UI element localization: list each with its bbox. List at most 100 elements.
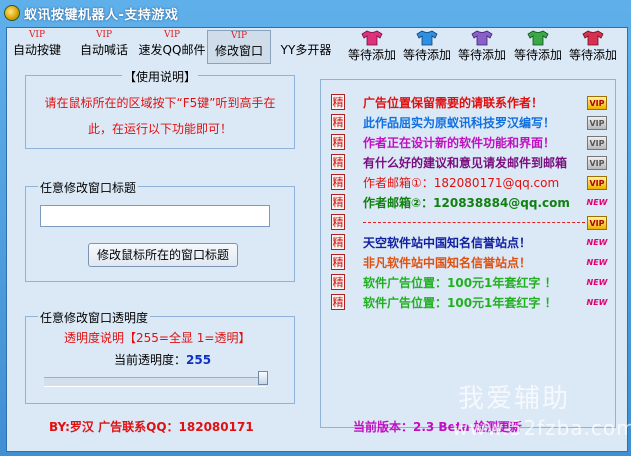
modify-window-label: 修改窗口 xyxy=(214,44,263,58)
new-badge: NEW xyxy=(586,258,608,267)
placeholder-label: 等待添加 xyxy=(402,48,451,62)
jing-badge: 精 xyxy=(331,114,345,130)
placeholder-button-3[interactable]: 等待添加 xyxy=(455,30,509,64)
jing-badge: 精 xyxy=(331,274,345,290)
new-badge: NEW xyxy=(586,278,608,287)
jing-badge: 精 xyxy=(331,214,345,230)
ad-text: 软件广告位置：100元1年套红字 ！ xyxy=(363,296,557,310)
ad-text: 广告位置保留需要的请联系作者！ xyxy=(363,96,544,110)
vip-badge: VIP xyxy=(587,156,607,170)
help-text: 请在鼠标所在的区域按下“F5键”听到高手在此，在运行以下功能即可！ xyxy=(44,96,276,136)
ad-row[interactable]: 精 非凡软件站中国知名信誉站点！ NEW xyxy=(327,254,611,272)
opacity-group: 任意修改窗口透明度 透明度说明【255=全显 1=透明】 当前透明度：255 xyxy=(25,309,295,404)
opacity-slider-thumb[interactable] xyxy=(258,371,268,385)
ad-text: 此作品屈实为原蚁讯科技罗汉编写！ xyxy=(363,116,556,130)
version-info[interactable]: 当前版本：2.3 Beta 检测更新 xyxy=(353,420,522,434)
placeholder-button-2[interactable]: 等待添加 xyxy=(400,30,454,64)
toolbar: VIP 自动按键 VIP 自动喊话 VIP 速发QQ邮件 VIP 修改窗口 YY… xyxy=(7,28,627,68)
placeholder-label: 等待添加 xyxy=(568,48,617,62)
vip-badge: VIP xyxy=(587,216,607,230)
shirt-icon xyxy=(582,30,604,46)
ad-text: 软件广告位置：100元1年套红字 ！ xyxy=(363,276,557,290)
ad-row[interactable]: 精 作者正在设计新的软件功能和界面！ VIP xyxy=(327,134,611,152)
window-title-group: 任意修改窗口标题 修改鼠标所在的窗口标题 xyxy=(25,179,295,282)
vip-mark: VIP xyxy=(28,30,46,40)
auto-shout-button[interactable]: VIP 自动喊话 xyxy=(75,30,133,64)
main-panel: VIP 自动按键 VIP 自动喊话 VIP 速发QQ邮件 VIP 修改窗口 YY… xyxy=(6,27,628,452)
modify-window-button[interactable]: VIP 修改窗口 xyxy=(207,30,271,64)
qq-mail-label: 速发QQ邮件 xyxy=(138,43,206,57)
jing-badge: 精 xyxy=(331,254,345,270)
ad-panel: 精 广告位置保留需要的请联系作者！ VIP 精 此作品屈实为原蚁讯科技罗汉编写！… xyxy=(320,79,616,428)
ad-row[interactable]: 精 VIP xyxy=(327,214,611,232)
ad-row[interactable]: 精 软件广告位置：100元1年套红字 ！ NEW xyxy=(327,274,611,292)
help-group: 【使用说明】 请在鼠标所在的区域按下“F5键”听到高手在此，在运行以下功能即可！ xyxy=(25,68,295,149)
watermark-url: www.52fzba.com xyxy=(452,416,631,440)
ad-text: 非凡软件站中国知名信誉站点！ xyxy=(363,256,532,270)
divider xyxy=(363,222,585,223)
jing-badge: 精 xyxy=(331,294,345,310)
opacity-current: 当前透明度：255 xyxy=(114,351,211,368)
vip-badge: VIP xyxy=(587,136,607,150)
app-logo-icon xyxy=(4,5,20,21)
ad-row[interactable]: 精 有什么好的建议和意见请发邮件到邮箱 VIP xyxy=(327,154,611,172)
opacity-group-label: 任意修改窗口透明度 xyxy=(38,309,151,326)
placeholder-button-4[interactable]: 等待添加 xyxy=(511,30,565,64)
author-contact: BY:罗汉 广告联系QQ：182080171 xyxy=(49,420,254,434)
jing-badge: 精 xyxy=(331,234,345,250)
ad-row[interactable]: 精 此作品屈实为原蚁讯科技罗汉编写！ VIP xyxy=(327,114,611,132)
ad-row[interactable]: 精 作者邮箱①：182080171@qq.com VIP xyxy=(327,174,611,192)
yy-multi-label: YY多开器 xyxy=(280,43,332,57)
ad-row[interactable]: 精 作者邮箱②：120838884@qq.com NEW xyxy=(327,194,611,212)
jing-badge: 精 xyxy=(331,194,345,210)
window-title: 蚁讯按键机器人-支持游戏 xyxy=(24,8,179,23)
ad-text: 有什么好的建议和意见请发邮件到邮箱 xyxy=(363,156,568,170)
shirt-icon xyxy=(527,30,549,46)
window-title-input[interactable] xyxy=(40,205,270,227)
vip-badge: VIP xyxy=(587,96,607,110)
vip-badge: VIP xyxy=(587,176,607,190)
title-bar[interactable]: 蚁讯按键机器人-支持游戏 xyxy=(0,0,631,27)
opacity-current-value: 255 xyxy=(186,353,212,367)
placeholder-button-5[interactable]: 等待添加 xyxy=(566,30,620,64)
modify-title-button[interactable]: 修改鼠标所在的窗口标题 xyxy=(88,243,238,267)
shirt-icon xyxy=(471,30,493,46)
shirt-icon xyxy=(416,30,438,46)
opacity-current-label: 当前透明度： xyxy=(114,353,187,367)
new-badge: NEW xyxy=(586,198,608,207)
ad-text: 天空软件站中国知名信誉站点！ xyxy=(363,236,532,250)
jing-badge: 精 xyxy=(331,134,345,150)
new-badge: NEW xyxy=(586,298,608,307)
placeholder-label: 等待添加 xyxy=(513,48,562,62)
ad-text: 作者邮箱①：182080171@qq.com xyxy=(363,176,560,190)
vip-badge: VIP xyxy=(587,116,607,130)
opacity-slider-track[interactable] xyxy=(44,377,266,387)
qq-mail-button[interactable]: VIP 速发QQ邮件 xyxy=(137,30,207,64)
jing-badge: 精 xyxy=(331,94,345,110)
placeholder-label: 等待添加 xyxy=(347,48,396,62)
jing-badge: 精 xyxy=(331,154,345,170)
placeholder-button-1[interactable]: 等待添加 xyxy=(345,30,399,64)
shirt-icon xyxy=(361,30,383,46)
help-title: 【使用说明】 xyxy=(122,68,199,85)
vip-mark: VIP xyxy=(95,30,113,40)
ad-text: 作者邮箱②：120838884@qq.com xyxy=(363,196,570,210)
new-badge: NEW xyxy=(586,238,608,247)
watermark-title: 我爱辅助 xyxy=(458,384,571,414)
ad-row[interactable]: 精 天空软件站中国知名信誉站点！ NEW xyxy=(327,234,611,252)
ad-row[interactable]: 精 广告位置保留需要的请联系作者！ VIP xyxy=(327,94,611,112)
vip-mark: VIP xyxy=(230,31,248,41)
vip-mark xyxy=(277,30,335,42)
window-title-group-label: 任意修改窗口标题 xyxy=(38,179,139,196)
placeholder-label: 等待添加 xyxy=(457,48,506,62)
ad-text: 作者正在设计新的软件功能和界面！ xyxy=(363,136,556,150)
opacity-desc: 透明度说明【255=全显 1=透明】 xyxy=(64,331,251,345)
auto-shout-label: 自动喊话 xyxy=(79,43,128,57)
vip-mark: VIP xyxy=(163,30,181,40)
auto-key-button[interactable]: VIP 自动按键 xyxy=(9,30,65,64)
jing-badge: 精 xyxy=(331,174,345,190)
yy-multi-button[interactable]: YY多开器 xyxy=(277,30,335,64)
auto-key-label: 自动按键 xyxy=(12,43,61,57)
ad-row[interactable]: 精 软件广告位置：100元1年套红字 ！ NEW xyxy=(327,294,611,312)
